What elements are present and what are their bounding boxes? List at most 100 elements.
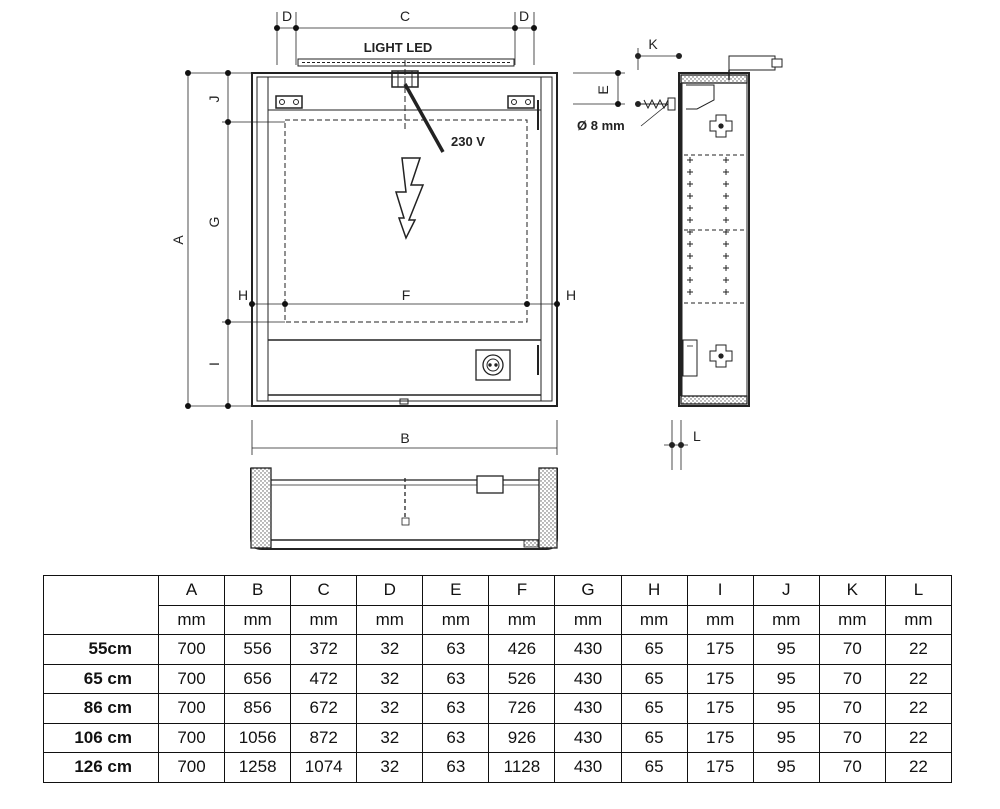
fixing-cross xyxy=(723,253,729,259)
row-label: 106 cm xyxy=(43,722,159,753)
table-cell: 32 xyxy=(356,634,424,665)
table-cell: 872 xyxy=(290,722,358,753)
table-cell: 63 xyxy=(422,693,490,724)
fixing-cross xyxy=(687,253,693,259)
fixing-cross xyxy=(687,277,693,283)
fixing-cross xyxy=(687,289,693,295)
table-cell: 63 xyxy=(422,722,490,753)
table-cell: 22 xyxy=(884,663,953,694)
label-g: G xyxy=(206,217,222,228)
table-cell: 700 xyxy=(157,663,226,694)
column-header: J xyxy=(752,575,820,606)
fixing-cross xyxy=(687,241,693,247)
side-view-fixings xyxy=(687,157,729,295)
screw-label: Ø 8 mm xyxy=(577,118,625,133)
table-cell: 32 xyxy=(356,722,424,753)
table-cell: 926 xyxy=(488,722,556,753)
fixing-cross xyxy=(723,157,729,163)
side-view-dots xyxy=(635,53,684,448)
unit-cell: mm xyxy=(488,604,556,635)
table-cell: 65 xyxy=(620,752,688,783)
table-cell: 430 xyxy=(554,693,622,724)
table-cell: 726 xyxy=(488,693,556,724)
table-cell: 95 xyxy=(752,634,820,665)
table-cell: 430 xyxy=(554,663,622,694)
dimension-dots xyxy=(185,25,621,409)
table-cell: 65 xyxy=(620,663,688,694)
corner-cell xyxy=(43,575,159,635)
table-cell: 32 xyxy=(356,752,424,783)
fixing-cross xyxy=(687,205,693,211)
fixing-cross xyxy=(723,217,729,223)
unit-cell: mm xyxy=(620,604,688,635)
table-cell: 426 xyxy=(488,634,556,665)
table-cell: 70 xyxy=(818,634,886,665)
fixing-cross xyxy=(687,157,693,163)
column-header: H xyxy=(620,575,688,606)
side-view xyxy=(636,48,783,470)
table-cell: 556 xyxy=(224,634,292,665)
label-l: L xyxy=(693,428,701,444)
plan-view xyxy=(250,467,558,550)
fixing-cross xyxy=(723,169,729,175)
table-cell: 856 xyxy=(224,693,292,724)
table-cell: 175 xyxy=(686,722,754,753)
table-cell: 175 xyxy=(686,693,754,724)
table-cell: 1258 xyxy=(224,752,292,783)
table-cell: 95 xyxy=(752,722,820,753)
table-cell: 70 xyxy=(818,752,886,783)
fixing-cross xyxy=(723,241,729,247)
fixing-cross xyxy=(687,265,693,271)
unit-cell: mm xyxy=(884,604,953,635)
table-cell: 1056 xyxy=(224,722,292,753)
label-k: K xyxy=(648,36,658,52)
unit-cell: mm xyxy=(224,604,292,635)
label-b: B xyxy=(400,430,409,446)
table-cell: 22 xyxy=(884,634,953,665)
table-cell: 672 xyxy=(290,693,358,724)
table-cell: 700 xyxy=(157,722,226,753)
row-label: 65 cm xyxy=(43,663,159,694)
unit-cell: mm xyxy=(157,604,226,635)
column-header: I xyxy=(686,575,754,606)
table-cell: 70 xyxy=(818,663,886,694)
table-cell: 472 xyxy=(290,663,358,694)
column-header: B xyxy=(224,575,292,606)
front-view xyxy=(251,58,558,407)
fixing-cross xyxy=(687,217,693,223)
fixing-cross xyxy=(687,193,693,199)
label-h-left: H xyxy=(238,287,248,303)
column-header: F xyxy=(488,575,556,606)
table-cell: 1074 xyxy=(290,752,358,783)
table-cell: 95 xyxy=(752,693,820,724)
table-cell: 22 xyxy=(884,752,953,783)
table-cell: 430 xyxy=(554,634,622,665)
column-header: C xyxy=(290,575,358,606)
voltage-label: 230 V xyxy=(451,134,485,149)
table-cell: 175 xyxy=(686,634,754,665)
column-header: L xyxy=(884,575,953,606)
table-cell: 65 xyxy=(620,693,688,724)
label-e: E xyxy=(595,85,611,94)
unit-cell: mm xyxy=(818,604,886,635)
table-cell: 700 xyxy=(157,752,226,783)
fixing-cross xyxy=(723,181,729,187)
label-c: C xyxy=(400,8,410,24)
table-cell: 63 xyxy=(422,752,490,783)
label-d-left: D xyxy=(282,8,292,24)
table-cell: 65 xyxy=(620,722,688,753)
row-label: 55cm xyxy=(43,634,159,665)
label-i: I xyxy=(206,362,222,366)
table-cell: 22 xyxy=(884,693,953,724)
table-cell: 70 xyxy=(818,722,886,753)
label-f: F xyxy=(402,287,411,303)
table-cell: 32 xyxy=(356,663,424,694)
table-cell: 63 xyxy=(422,663,490,694)
light-led-label: LIGHT LED xyxy=(364,40,433,55)
label-h-right: H xyxy=(566,287,576,303)
column-header: D xyxy=(356,575,424,606)
